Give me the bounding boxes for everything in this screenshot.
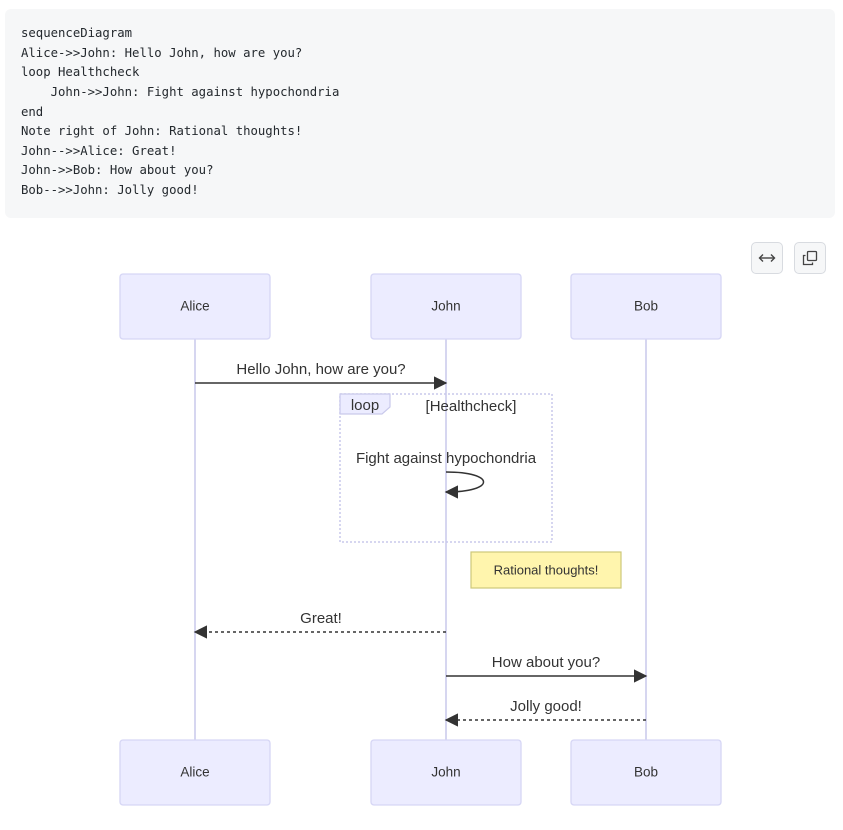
loop-frame: loop [Healthcheck] — [339, 393, 553, 543]
message-label: How about you? — [492, 654, 600, 671]
loop-keyword: loop — [351, 397, 379, 414]
code-line: loop Healthcheck — [21, 65, 140, 80]
actor-label: Bob — [634, 299, 658, 314]
code-line: John-->>Alice: Great! — [21, 143, 177, 158]
code-line: end — [21, 104, 44, 119]
code-line: John->>Bob: How about you? — [21, 163, 214, 178]
loop-condition: [Healthcheck] — [426, 398, 517, 415]
code-line: Note right of John: Rational thoughts! — [21, 124, 303, 139]
actor-box-john-top: John — [370, 273, 522, 340]
message-label: Jolly good! — [510, 698, 582, 715]
actor-box-bob-bottom: Bob — [570, 739, 722, 806]
self-message-arrow — [444, 471, 484, 499]
note: Rational thoughts! — [470, 551, 622, 589]
actor-box-bob-top: Bob — [570, 273, 722, 340]
actor-label: Alice — [180, 765, 209, 780]
actor-label: John — [431, 765, 460, 780]
actor-label: Bob — [634, 765, 658, 780]
message-label: Fight against hypochondria — [356, 450, 537, 467]
code-line: John->>John: Fight against hypochondria — [21, 84, 340, 99]
arrows-horizontal-icon — [758, 254, 776, 262]
copy-icon — [802, 250, 818, 266]
actor-label: Alice — [180, 299, 209, 314]
note-text: Rational thoughts! — [494, 562, 599, 577]
code-line: sequenceDiagram — [21, 26, 133, 40]
code-line: Alice->>John: Hello John, how are you? — [21, 45, 303, 60]
actor-box-alice-bottom: Alice — [119, 739, 271, 806]
code-line: Bob-->>John: Jolly good! — [21, 183, 199, 198]
actor-box-john-bottom: John — [370, 739, 522, 806]
actor-box-alice-top: Alice — [119, 273, 271, 340]
message-label: Hello John, how are you? — [236, 361, 405, 378]
code-block: sequenceDiagram Alice->>John: Hello John… — [5, 9, 835, 218]
copy-button[interactable] — [794, 242, 826, 274]
message-label: Great! — [300, 610, 342, 627]
actor-label: John — [431, 299, 460, 314]
expand-width-button[interactable] — [751, 242, 783, 274]
